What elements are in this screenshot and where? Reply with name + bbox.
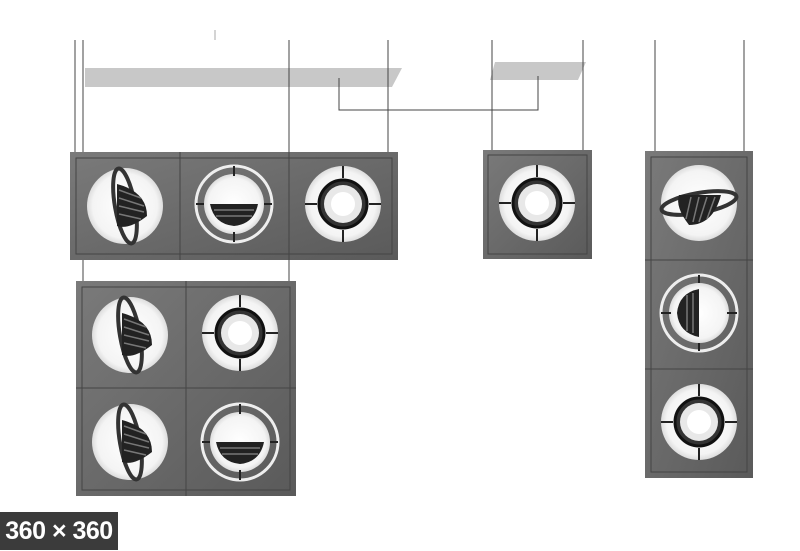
fixture-panel-2x2 <box>76 281 296 496</box>
fixture-panel-single <box>483 150 592 259</box>
size-badge: 360 × 360 <box>0 512 118 550</box>
fixture-panel-triple-horizontal <box>70 152 398 260</box>
ceiling-canopy-left <box>85 68 402 87</box>
ceiling-canopy-right <box>490 62 586 80</box>
fixture-panel-triple-vertical <box>645 151 753 478</box>
